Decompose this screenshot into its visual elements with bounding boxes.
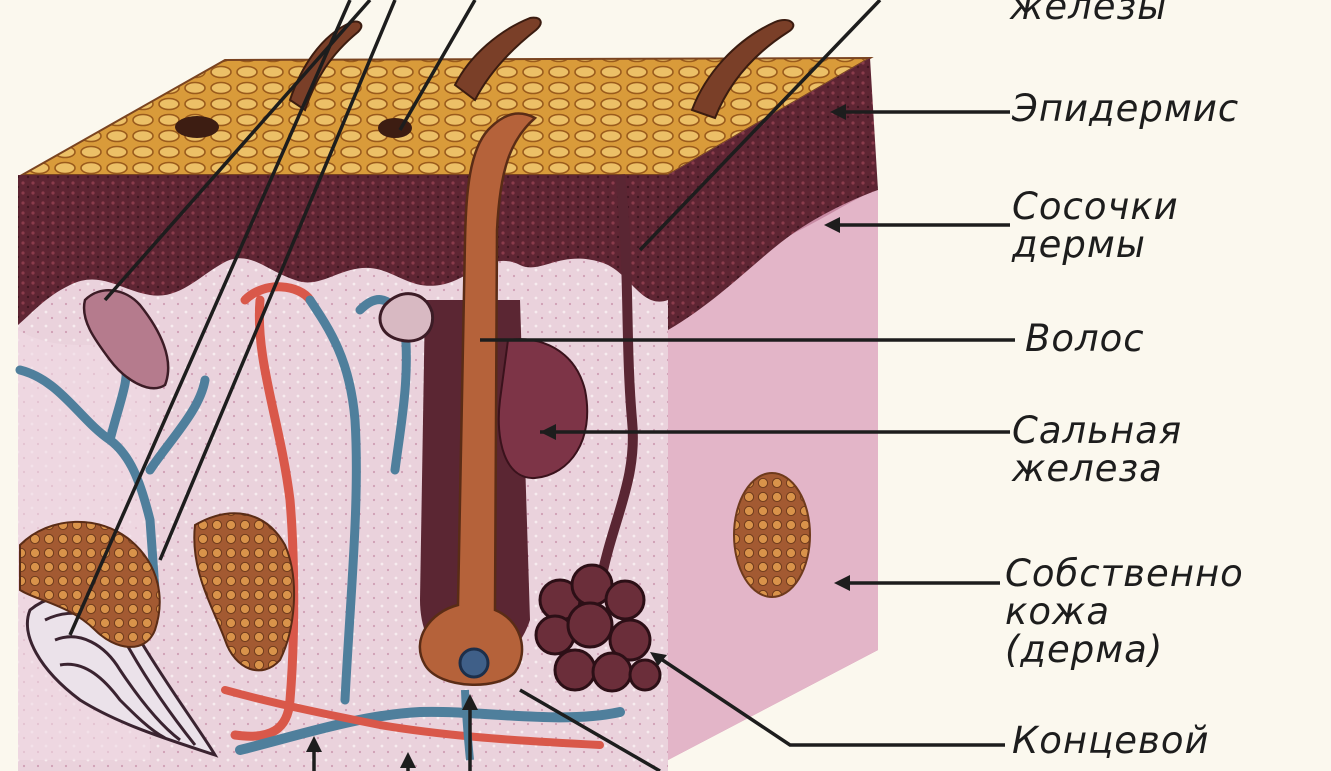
label-dermis-line3: (дерма) (1005, 631, 1244, 669)
label-sebaceous-line2: железа (1012, 450, 1182, 488)
label-epidermis: Эпидермис (1012, 90, 1239, 128)
label-hair: Волос (1025, 320, 1145, 358)
label-dermis-line1: Собственно (1005, 555, 1244, 593)
label-terminal: Концевой (1012, 722, 1210, 760)
label-sebaceous: Сальная железа (1012, 412, 1182, 488)
label-papillae: Сосочки дермы (1012, 188, 1179, 264)
hair-papilla (460, 649, 488, 677)
side-gland (734, 473, 810, 597)
label-papillae-line2: дермы (1012, 226, 1179, 264)
label-dermis-line2: кожа (1005, 593, 1244, 631)
label-dermis: Собственно кожа (дерма) (1005, 555, 1244, 669)
label-papillae-line1: Сосочки (1012, 188, 1179, 226)
pore-1 (175, 116, 219, 138)
label-sebaceous-line1: Сальная (1012, 412, 1182, 450)
nerve-ending-top (380, 294, 433, 341)
label-glands: железы (1010, 0, 1167, 26)
